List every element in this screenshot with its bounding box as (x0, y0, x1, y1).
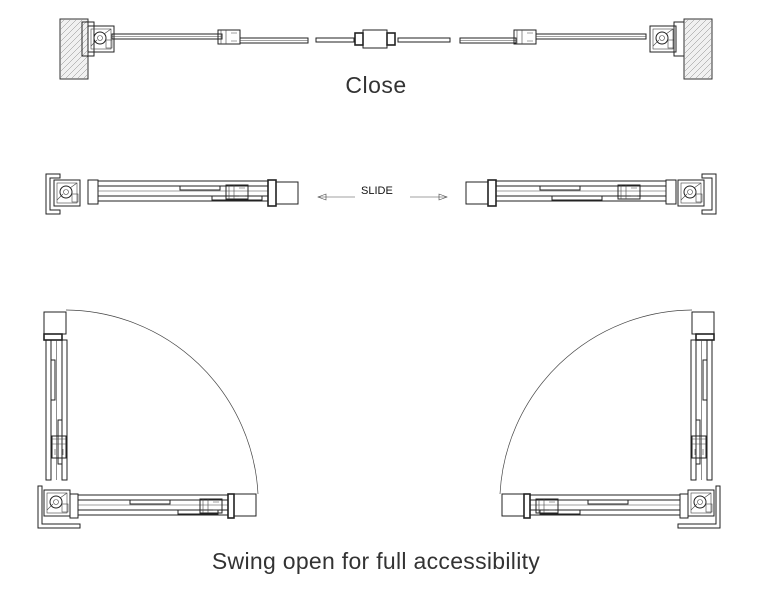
swing-right-configuration (499, 309, 721, 529)
slide-right-end (465, 181, 489, 205)
swing-left-arc (65, 309, 259, 495)
swing-left-end-block (233, 493, 257, 517)
slide-right-bracket-icon (617, 184, 641, 200)
right-bracket-icon (513, 29, 537, 45)
slide-configuration (45, 173, 717, 215)
swing-right-v-bracket-icon (691, 435, 707, 459)
swing-right-hinge-icon (687, 489, 715, 517)
slide-right-hinge-icon (677, 179, 705, 207)
swing-right-arc (499, 309, 693, 495)
slide-left-end (275, 181, 299, 205)
left-hinge-icon (87, 25, 115, 53)
left-bracket-icon (217, 29, 241, 45)
slide-label: SLIDE (361, 185, 393, 197)
swing-right-h-bracket-icon (535, 498, 559, 514)
close-configuration (59, 18, 713, 80)
right-hinge-icon (649, 25, 677, 53)
swing-left-v-bracket-icon (51, 435, 67, 459)
swing-left-top-block (43, 311, 67, 335)
swing-label: Swing open for full accessibility (211, 548, 541, 574)
swing-left-configuration (37, 309, 259, 529)
slide-left-hinge-icon (53, 179, 81, 207)
center-lock (362, 29, 388, 49)
swing-left-h-bracket-icon (199, 498, 223, 514)
swing-left-hinge-icon (43, 489, 71, 517)
slide-left-bracket-icon (225, 184, 249, 200)
swing-right-top-block (691, 311, 715, 335)
close-label: Close (345, 72, 407, 98)
swing-right-end-block (501, 493, 525, 517)
